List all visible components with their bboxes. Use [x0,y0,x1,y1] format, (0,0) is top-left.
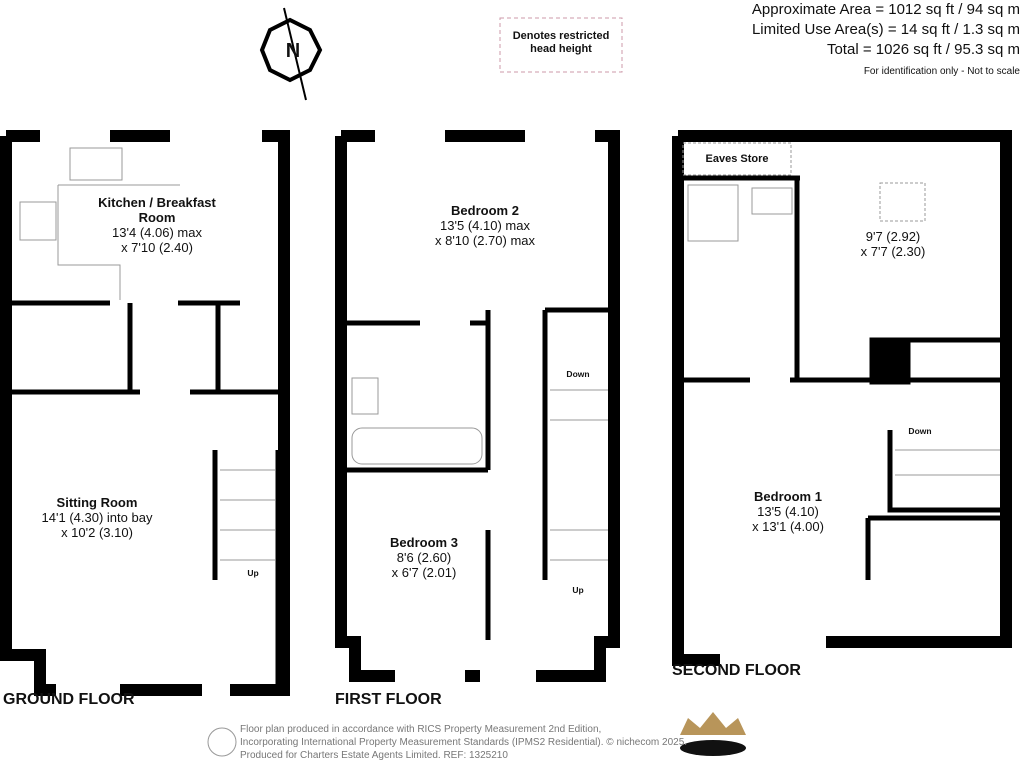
ground-floor-label: GROUND FLOOR [3,691,135,708]
accessibility-info-icon [207,727,237,757]
limited-use-area: Limited Use Area(s) = 14 sq ft / 1.3 sq … [751,21,1020,38]
stairs-up-label: Up [247,568,259,578]
restricted-height-legend-box [499,17,623,73]
stairs-down-label: Down [908,426,932,436]
first-floor-label: FIRST FLOOR [335,691,442,708]
restricted-height-legend: Denotes restricted head height [512,30,610,55]
stairs-down-label: Down [566,369,590,379]
stairs-up-label: Up [572,585,584,595]
copyright: © nichecom 2025. [606,737,688,748]
total-area: Total = 1026 sq ft / 95.3 sq m [826,41,1020,58]
footer-disclaimer: Floor plan produced in accordance with R… [240,724,688,761]
crown-logo-icon [680,712,746,756]
second-floor-walls [672,130,1012,666]
ground-floor-walls [0,130,290,696]
approximate-area: Approximate Area = 1012 sq ft / 94 sq m [751,1,1020,18]
eaves-store-label: Eaves Store [705,153,769,165]
compass-label: N [285,40,301,62]
north-compass-icon [259,7,323,101]
scale-note: For identification only - Not to scale [863,66,1020,77]
second-floor-room-label: 9'7 (2.92)x 7'7 (2.30) [860,229,926,259]
first-floor-walls [335,130,620,682]
second-floor-label: SECOND FLOOR [672,662,801,679]
